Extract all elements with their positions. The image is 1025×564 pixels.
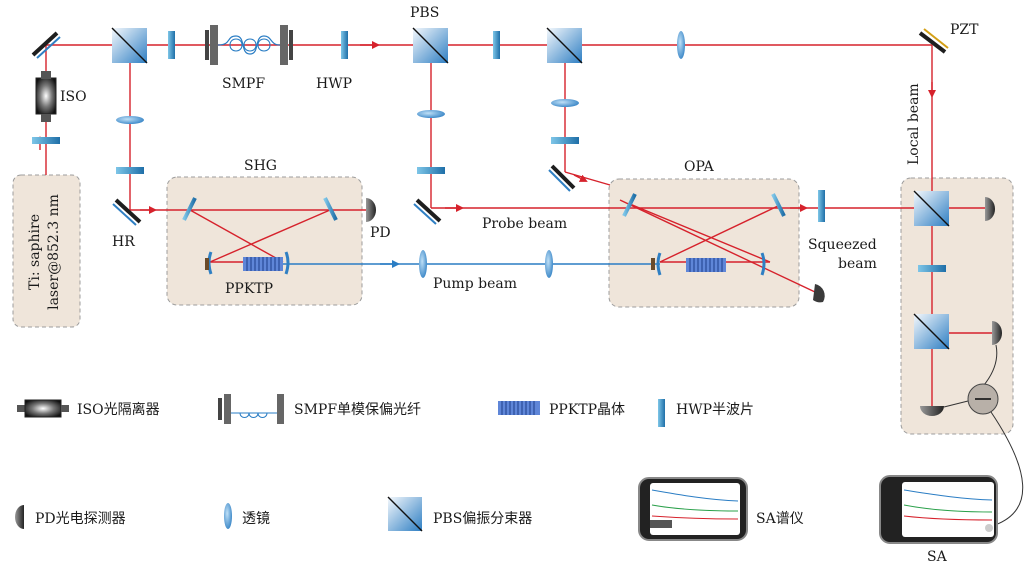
- cavity-mirror-icon: [182, 197, 197, 221]
- legend-pd-text: PD光电探测器: [35, 511, 126, 527]
- cavity-mirror-icon: [323, 197, 338, 221]
- hwp-plate-icon: [493, 31, 500, 59]
- legend-sa-text: SA谱仪: [756, 511, 804, 527]
- photodetector-icon: [985, 197, 995, 221]
- photodetector-icon: [813, 284, 825, 303]
- legend-pbs: PBS偏振分束器: [387, 496, 532, 532]
- lens-icon: [677, 31, 685, 59]
- lens-icon: [419, 250, 427, 278]
- pbs-cube-icon: [913, 190, 950, 227]
- ppktp-label: PPKTP: [225, 281, 273, 297]
- smpf-label: SMPF: [222, 76, 265, 92]
- legend-hwp-text: HWP半波片: [676, 402, 754, 418]
- pbs-label: PBS: [410, 5, 439, 21]
- probe-beam-label: Probe beam: [482, 216, 567, 232]
- beam-arrow: [573, 174, 588, 182]
- legend-lens-text: 透镜: [242, 511, 270, 527]
- pbs-cube-icon: [412, 27, 449, 64]
- curved-mirror-icon: [760, 252, 766, 276]
- legend-pd: PD光电探测器: [15, 505, 126, 529]
- laser-label-line2: laser@852.3 nm: [46, 194, 62, 310]
- detector-wire: [943, 400, 969, 408]
- legend-ppktp-text: PPKTP晶体: [549, 402, 625, 418]
- legend-hwp: HWP半波片: [658, 399, 754, 427]
- mirror-icon: [548, 164, 576, 192]
- squeezed-beam-label-1: Squeezed: [808, 237, 877, 253]
- hr-mirror-icon: [112, 198, 142, 226]
- subtractor-icon: [967, 383, 999, 415]
- pbs-cube-icon: [111, 27, 148, 64]
- hwp-plate-icon: [341, 31, 348, 59]
- legend-smpf: SMPF单模保偏光纤: [218, 394, 421, 424]
- pump-beam-label: Pump beam: [433, 276, 517, 292]
- smpf-fiber-icon: [205, 25, 293, 65]
- legend-lens: 透镜: [224, 503, 270, 529]
- laser-label-line1: Ti: saphire: [27, 214, 43, 290]
- hwp-plate-icon: [32, 137, 60, 144]
- mirror-icon: [31, 31, 61, 59]
- lens-icon: [116, 116, 144, 124]
- pzt-actuator-icon: [651, 258, 655, 270]
- legend-ppktp: PPKTP晶体: [498, 401, 625, 418]
- shg-label: SHG: [244, 158, 277, 174]
- sa-cable: [990, 411, 1024, 526]
- curved-mirror-icon: [284, 251, 290, 275]
- sa-label: SA: [927, 549, 948, 564]
- hwp-label: HWP: [316, 76, 352, 92]
- curved-mirror-icon: [656, 252, 662, 276]
- photodetector-icon: [920, 406, 944, 416]
- lens-icon: [417, 110, 445, 118]
- mirror-icon: [413, 198, 442, 225]
- laser-box: [12, 174, 81, 328]
- legend-smpf-text: SMPF单模保偏光纤: [294, 402, 421, 418]
- opa-box: [608, 178, 800, 308]
- pzt-mirror-icon: [918, 28, 949, 54]
- hwp-plate-icon: [551, 137, 579, 144]
- hwp-plate-icon: [818, 190, 825, 222]
- photodetector-icon: [366, 198, 376, 222]
- cavity-mirror-icon: [771, 193, 786, 217]
- lens-icon: [545, 250, 553, 278]
- cavity-mirror-icon: [622, 193, 637, 217]
- legend-pbs-text: PBS偏振分束器: [433, 511, 532, 527]
- detector-wire: [983, 344, 998, 386]
- legend-iso: ISO光隔离器: [17, 399, 160, 418]
- hwp-plate-icon: [417, 167, 445, 174]
- local-beam-label: Local beam: [906, 83, 922, 165]
- legend-sa: SA谱仪: [638, 477, 804, 541]
- pd-label: PD: [370, 225, 391, 241]
- hwp-plate-icon: [116, 167, 144, 174]
- laser-label: Ti: saphire laser@852.3 nm: [27, 194, 62, 310]
- hr-label: HR: [112, 234, 135, 250]
- pzt-label: PZT: [950, 22, 979, 38]
- pzt-actuator-icon: [205, 258, 209, 270]
- lens-icon: [551, 99, 579, 107]
- photodetector-icon: [992, 321, 1002, 345]
- shg-box: [166, 176, 363, 306]
- ppktp-crystal-icon: [243, 257, 283, 271]
- pbs-cube-icon: [546, 27, 583, 64]
- detection-box: [900, 177, 1014, 435]
- hwp-plate-icon: [918, 265, 946, 272]
- iso-label: ISO: [60, 89, 87, 105]
- opa-label: OPA: [684, 159, 715, 175]
- isolator-icon: [35, 71, 57, 122]
- legend-iso-text: ISO光隔离器: [77, 401, 160, 418]
- squeezed-beam-label-2: beam: [838, 256, 877, 272]
- ppktp-crystal-icon: [686, 258, 726, 272]
- hwp-plate-icon: [168, 31, 175, 59]
- spectrum-analyzer-icon: [879, 475, 998, 544]
- pbs-cube-icon: [913, 313, 950, 350]
